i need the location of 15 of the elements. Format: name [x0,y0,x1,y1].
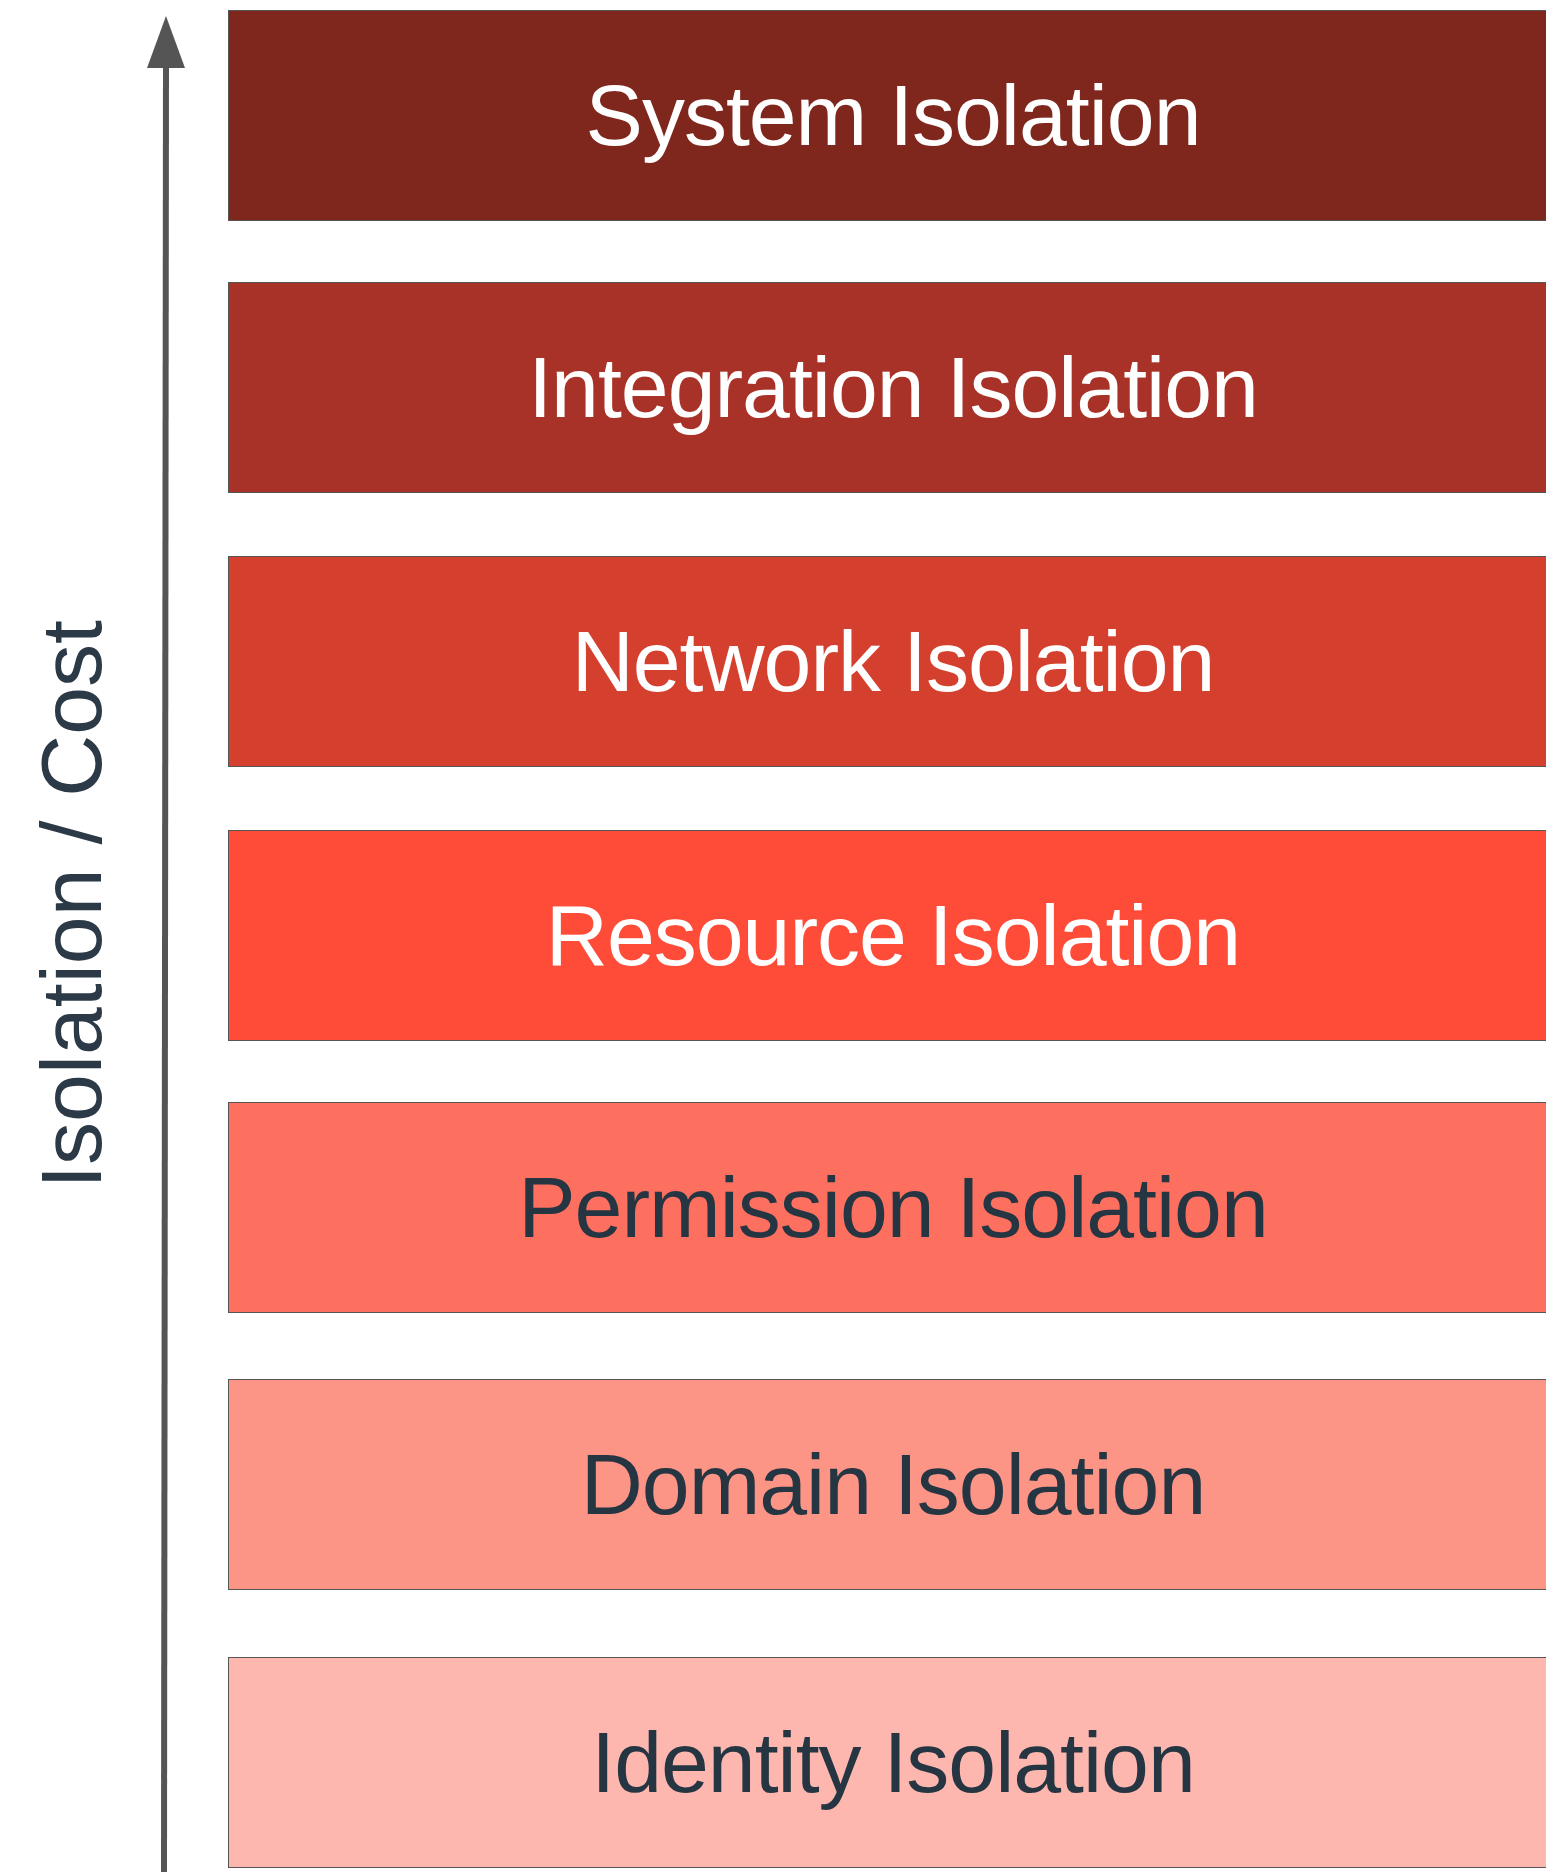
layer-label: Identity Isolation [591,1713,1195,1812]
layer-label: Domain Isolation [580,1435,1206,1534]
layer-label: Integration Isolation [528,338,1258,437]
layer-label: System Isolation [585,66,1201,165]
layer-bar [228,830,1546,1041]
layer-label: Permission Isolation [518,1158,1268,1257]
layer-label: Network Isolation [571,612,1215,711]
layer-bar [228,1379,1546,1590]
axis-label: Isolation / Cost [22,620,120,1189]
layer-bar [228,10,1546,221]
layer-bar [228,282,1546,493]
layer-label: Resource Isolation [545,886,1241,985]
layer-bar [228,1657,1546,1868]
layer-bar [228,1102,1546,1313]
layer-bar [228,556,1546,767]
